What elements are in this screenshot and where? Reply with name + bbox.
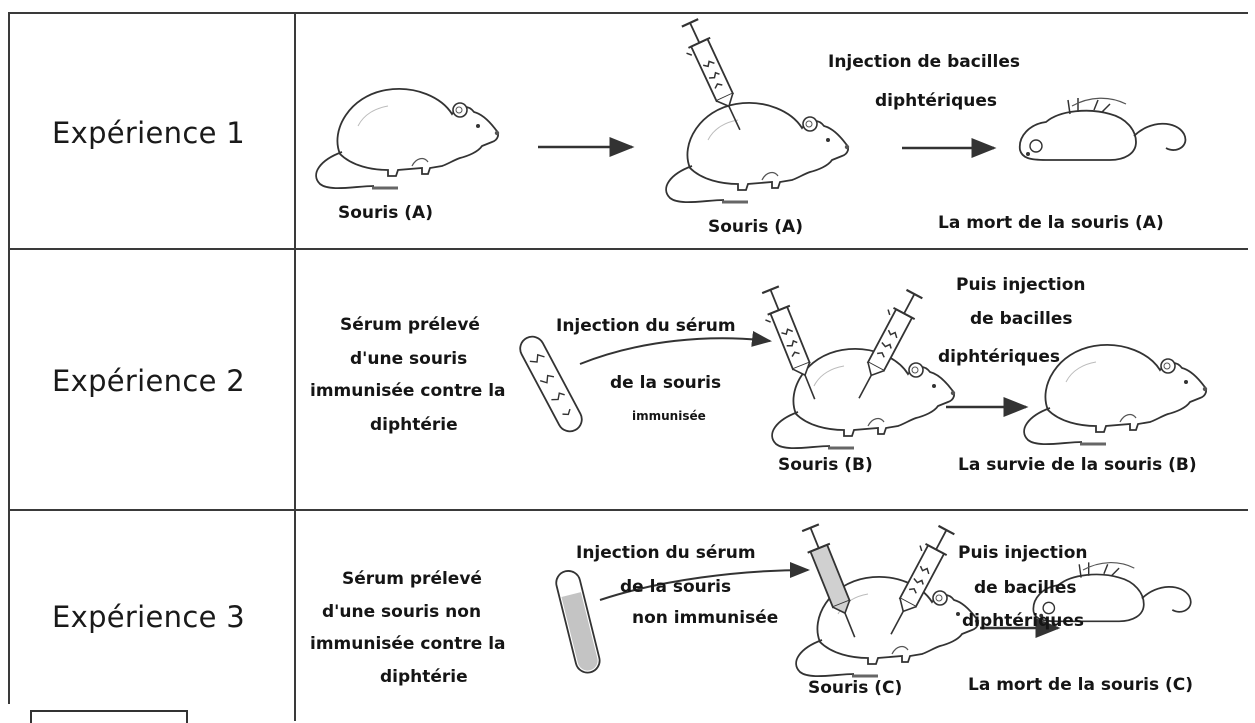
- exp3-serum-line-2: d'une souris non: [322, 599, 481, 625]
- dead-mouse-a: [1020, 98, 1186, 160]
- exp2-serum-line-2: d'une souris: [350, 346, 467, 372]
- exp2-injection-serum-1: Injection du sérum: [556, 313, 736, 339]
- mouse-a-label-1: Souris (A): [338, 200, 433, 226]
- mouse-a-label-2: Souris (A): [708, 214, 803, 240]
- exp2-injection-serum-2: de la souris: [610, 370, 721, 396]
- serum-tube-immunized: [516, 332, 586, 435]
- mouse-c: [796, 577, 979, 676]
- exp2-serum-line-4: diphtérie: [370, 412, 458, 438]
- exp3-serum-line-1: Sérum prélevé: [342, 566, 482, 592]
- exp1-injection-line-1: Injection de bacilles: [828, 49, 1020, 75]
- exp2-injection-serum-3: immunisée: [632, 403, 706, 429]
- exp3-then-injection-2: de bacilles: [974, 575, 1076, 601]
- exp2-then-injection-3: diphtériques: [938, 344, 1060, 370]
- mouse-c-label: Souris (C): [808, 675, 902, 701]
- exp2-then-injection-2: de bacilles: [970, 306, 1072, 332]
- exp3-serum-line-4: diphtérie: [380, 664, 468, 690]
- exp3-then-injection-1: Puis injection: [958, 540, 1088, 566]
- exp2-then-injection-1: Puis injection: [956, 272, 1086, 298]
- exp1-result: La mort de la souris (A): [938, 210, 1164, 236]
- exp3-serum-line-3: immunisée contre la: [310, 631, 506, 657]
- exp2-result: La survie de la souris (B): [958, 452, 1197, 478]
- exp2-serum-line-3: immunisée contre la: [310, 378, 506, 404]
- exp3-then-injection-3: diphtériques: [962, 608, 1084, 634]
- mouse-b-label: Souris (B): [778, 452, 873, 478]
- arrow-2-serum: [580, 338, 770, 364]
- exp3-injection-serum-1: Injection du sérum: [576, 540, 756, 566]
- serum-tube-non-immunized: [554, 568, 602, 675]
- exp3-injection-serum-3: non immunisée: [632, 605, 778, 631]
- exp1-injection-line-2: diphtériques: [875, 88, 997, 114]
- exp3-result: La mort de la souris (C): [968, 672, 1193, 698]
- mouse-a-before: [316, 89, 499, 188]
- exp3-injection-serum-2: de la souris: [620, 574, 731, 600]
- mouse-a-injected: [666, 103, 849, 202]
- exp2-serum-line-1: Sérum prélevé: [340, 312, 480, 338]
